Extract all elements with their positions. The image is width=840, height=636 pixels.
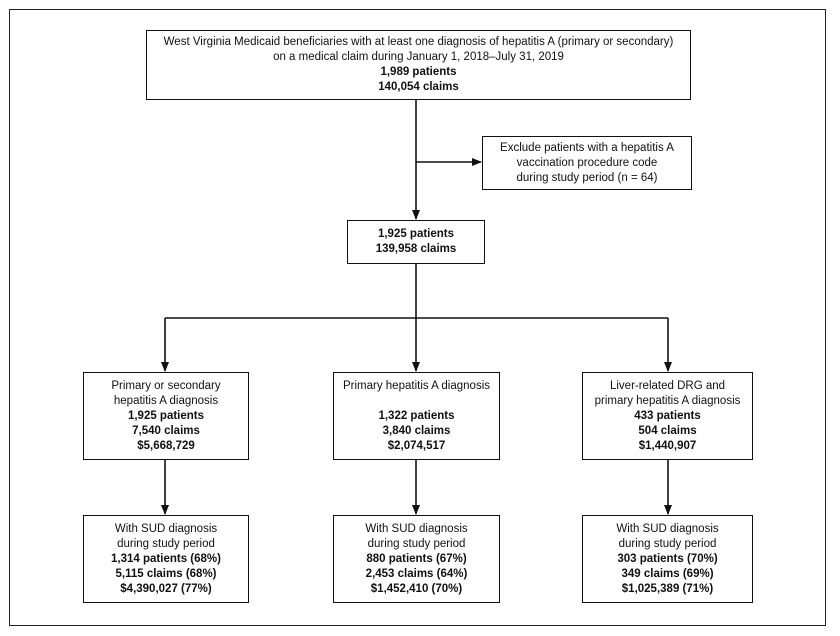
sud-claims: 5,115 claims (68%): [115, 567, 217, 580]
sud-line-2: during study period: [367, 537, 466, 550]
branch-cost: $2,074,517: [387, 440, 446, 452]
figure-frame: [9, 9, 826, 626]
branch-patients: 1,925 patients: [127, 409, 205, 422]
box-branch-primary: Primary hepatitis A diagnosis 1,322 pati…: [333, 372, 500, 460]
branch-title-line-1: Primary hepatitis A diagnosis: [342, 380, 491, 392]
sud-cost: $1,025,389 (71%): [621, 582, 714, 595]
branch-patients: 433 patients: [634, 409, 701, 422]
sud-cost: $1,452,410 (70%): [370, 582, 463, 595]
top-patients: 1,989 patients: [380, 66, 457, 78]
sud-cost: $4,390,027 (77%): [120, 582, 212, 595]
exclude-line-3: during study period (n = 64): [516, 171, 658, 184]
box-branch-primary-or-secondary: Primary or secondary hepatitis A diagnos…: [83, 372, 249, 460]
top-claims: 140,054 claims: [378, 81, 459, 93]
sud-line-1: With SUD diagnosis: [114, 522, 218, 535]
branch-claims: 504 claims: [638, 424, 697, 437]
top-line-1: West Virginia Medicaid beneficiaries wit…: [163, 36, 674, 48]
middle-patients: 1,925 patients: [377, 228, 455, 240]
branch-cost: $1,440,907: [638, 439, 697, 452]
exclude-line-2: vaccination procedure code: [516, 156, 658, 169]
branch-claims: 3,840 claims: [382, 425, 451, 437]
branch-title-line-2: hepatitis A diagnosis: [113, 394, 219, 407]
box-sud-branch-1: With SUD diagnosis during study period 1…: [83, 515, 249, 603]
sud-line-2: during study period: [117, 537, 215, 550]
sud-patients: 1,314 patients (68%): [111, 552, 221, 565]
branch-title-line-2: primary hepatitis A diagnosis: [594, 394, 741, 407]
box-branch-liver-drg: Liver-related DRG and primary hepatitis …: [582, 372, 753, 460]
sud-claims: 349 claims (69%): [621, 567, 714, 580]
branch-claims: 7,540 claims: [132, 424, 200, 437]
sud-line-2: during study period: [618, 537, 717, 550]
exclude-line-1: Exclude patients with a hepatitis A: [500, 141, 674, 154]
middle-claims: 139,958 claims: [375, 243, 457, 255]
sud-patients: 303 patients (70%): [617, 552, 718, 565]
box-sud-branch-3: With SUD diagnosis during study period 3…: [582, 515, 753, 603]
box-all-beneficiaries: West Virginia Medicaid beneficiaries wit…: [146, 30, 691, 100]
sud-line-1: With SUD diagnosis: [616, 522, 719, 535]
top-line-2: on a medical claim during January 1, 201…: [273, 51, 564, 63]
branch-cost: $5,668,729: [137, 439, 195, 452]
branch-title-line-1: Liver-related DRG and: [609, 379, 726, 392]
sud-claims: 2,453 claims (64%): [365, 567, 468, 580]
box-sud-branch-2: With SUD diagnosis during study period 8…: [333, 515, 500, 603]
sud-patients: 880 patients (67%): [366, 552, 467, 565]
box-after-exclusion: 1,925 patients 139,958 claims: [347, 220, 485, 264]
sud-line-1: With SUD diagnosis: [365, 522, 468, 535]
box-exclusion: Exclude patients with a hepatitis A vacc…: [482, 136, 692, 190]
branch-title-line-1: Primary or secondary: [111, 379, 221, 392]
branch-patients: 1,322 patients: [378, 410, 455, 422]
